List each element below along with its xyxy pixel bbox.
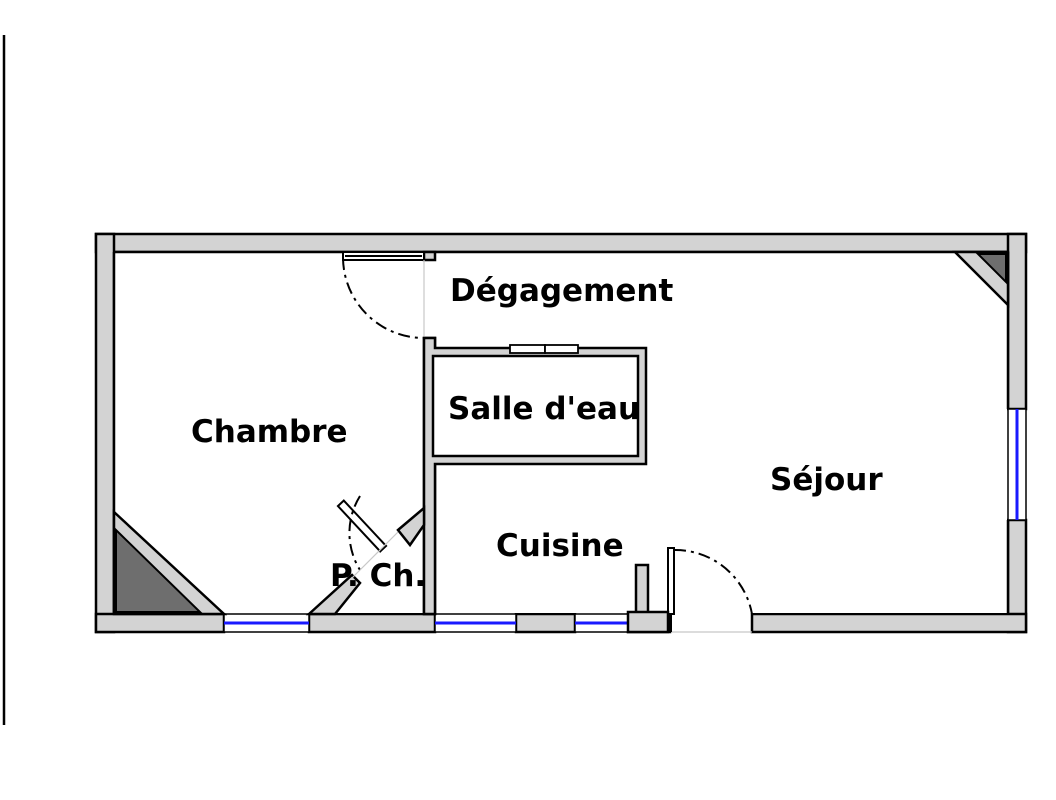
placard-door [336, 495, 399, 579]
corner-cupboard-sejour [951, 250, 1010, 309]
corner-cupboard-chambre [112, 509, 228, 616]
room-label-cuisine: Cuisine [496, 528, 624, 564]
placard-walls [305, 505, 426, 616]
top-wall [94, 232, 1028, 254]
room-label-salle-eau: Salle d'eau [448, 391, 640, 427]
room-label-chambre: Chambre [191, 414, 348, 450]
right-wall-upper [1006, 232, 1028, 411]
bottom-wall-2 [307, 612, 437, 634]
room-label-sejour: Séjour [770, 462, 883, 498]
window-sejour [1007, 408, 1027, 521]
entrance-stubs [626, 563, 670, 634]
salle-eau-sliding-door [509, 344, 579, 354]
left-wall [94, 232, 116, 634]
bottom-wall-3 [514, 612, 577, 634]
window-cuisine-2 [574, 613, 629, 633]
salle-eau-walls [422, 336, 648, 616]
windows [223, 408, 1027, 633]
bottom-wall-5 [750, 612, 1028, 634]
window-chambre [223, 613, 310, 633]
room-label-degagement: Dégagement [450, 273, 673, 309]
window-cuisine-1 [434, 613, 517, 633]
chambre-door [342, 251, 425, 339]
bottom-wall-1 [94, 612, 226, 634]
room-label-placard: P. Ch. [330, 558, 426, 594]
